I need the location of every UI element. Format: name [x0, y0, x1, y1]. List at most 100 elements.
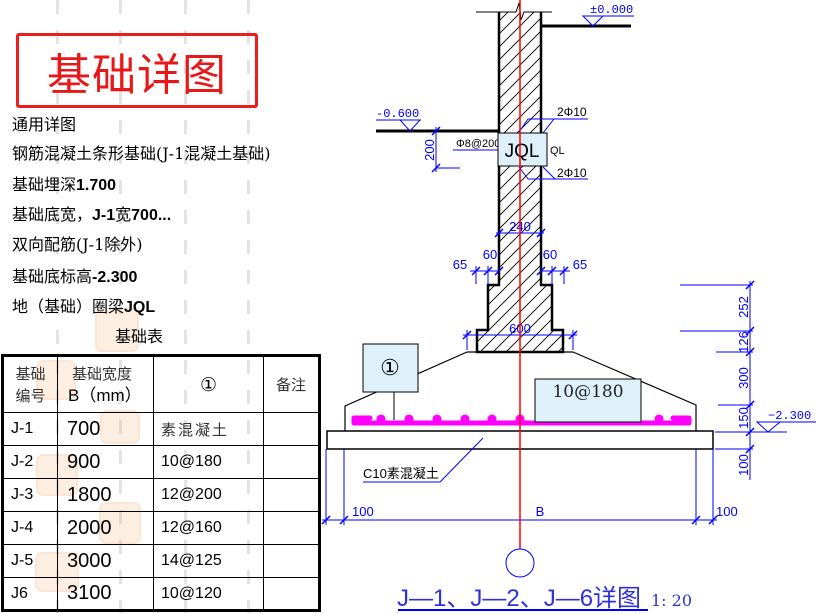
header-foundation-id: 基础 编号 — [2, 355, 58, 413]
cell-remark — [263, 577, 320, 611]
header-line: ① — [199, 373, 218, 396]
bottom-rebar-box — [534, 378, 642, 423]
dimension-label: B — [536, 504, 545, 519]
dimension-label: 252 — [736, 296, 751, 318]
page-title-text: 基础详图 — [47, 49, 227, 101]
header-line: 备注 — [275, 375, 306, 394]
dimension-label: 150 — [736, 407, 751, 429]
guide-line — [247, 0, 250, 613]
cell-id: J6 — [2, 577, 58, 611]
dimension-label: 200 — [422, 139, 437, 161]
cell-id: J-1 — [2, 412, 58, 446]
axis-bubble-icon — [505, 548, 535, 578]
cell-width: 3100 — [57, 577, 154, 611]
cell-remark — [263, 445, 320, 479]
stirrup-label: Φ8@200 — [456, 138, 500, 150]
note-text: 基础底宽， — [12, 205, 93, 224]
note-line: 地（基础）圈梁JQL — [12, 297, 155, 318]
ql-label: QL — [550, 145, 565, 157]
note-line: 通用详图 — [12, 115, 76, 135]
table-row: J-3 1800 12@200 — [2, 478, 320, 512]
dimension-lines-upper — [462, 228, 578, 350]
dimension-label: 65 — [573, 257, 587, 272]
cell-width: 900 — [57, 445, 154, 479]
drawing-title: J—1、J—2、J—6详图 — [397, 585, 641, 612]
table-caption: 基础表 — [115, 327, 164, 346]
note-line: 基础埋深1.700 — [12, 175, 116, 196]
cell-width: 700 — [57, 412, 154, 446]
dimension-label: 60 — [483, 247, 497, 262]
note-value: JQL — [124, 299, 156, 316]
elevation-label: -0.600 — [376, 107, 419, 121]
note-line: 钢筋混凝土条形基础(J-1混凝土基础) — [12, 144, 271, 164]
dimension-label: 126 — [736, 331, 751, 353]
header-line: 基础 — [15, 364, 46, 383]
bar-mark-label: ① — [380, 356, 400, 381]
guide-line — [56, 0, 59, 613]
note-value: J-1 — [92, 207, 116, 224]
guide-line — [119, 0, 122, 613]
cushion-label: C10素混凝土 — [363, 466, 439, 481]
cell-remark — [263, 478, 320, 512]
dimension-label: 100 — [736, 454, 751, 476]
elevation-triangle-icon — [581, 15, 605, 27]
cell-remark — [263, 412, 320, 446]
elevation-triangle-icon — [398, 119, 422, 132]
dimension-beam-height — [431, 126, 460, 173]
dimension-lines-right — [680, 280, 816, 480]
cell-remark — [263, 544, 320, 578]
cell-rebar: 素混凝土 — [153, 412, 264, 446]
elevation-outdoor: -0.600 — [376, 107, 499, 133]
note-text: 双向配筋(J-1除外) — [12, 235, 143, 254]
elevation-triangle-icon — [755, 421, 782, 433]
foundation-table: 基础 编号 基础宽度 B（mm） ① 备注 J-1 700 素混凝土 J-2 9… — [1, 354, 321, 612]
header-width-b: 基础宽度 B（mm） — [57, 355, 154, 413]
watermark-stamp — [95, 308, 139, 352]
elevation-ground: ±0.000 — [541, 3, 634, 28]
note-text: 基础底标高 — [12, 267, 93, 286]
elevation-label: −2.300 — [768, 409, 811, 423]
note-text: 地（基础）圈梁 — [12, 297, 125, 316]
table-row: J6 3100 10@120 — [2, 577, 320, 611]
page-title: 基础详图 — [16, 33, 258, 108]
table-row: J-2 900 10@180 — [2, 445, 320, 479]
ring-beam-box — [497, 132, 548, 167]
bottom-bars-label: 2Φ10 — [557, 166, 587, 180]
note-value: 700... — [131, 207, 172, 224]
cell-width: 3000 — [57, 544, 154, 578]
header-line: B（mm） — [68, 385, 142, 405]
header-line: 基础宽度 — [72, 364, 133, 383]
note-line: 基础底标高-2.300 — [12, 267, 137, 288]
note-line: 基础底宽，J-1宽700... — [12, 205, 171, 226]
cell-rebar: 12@200 — [153, 478, 264, 512]
note-value: -2.300 — [92, 269, 138, 286]
dimension-label: 65 — [453, 257, 467, 272]
cell-rebar: 10@120 — [153, 577, 264, 611]
note-text: 基础埋深 — [12, 175, 77, 194]
ring-beam-label: JQL — [505, 141, 540, 162]
note-value: 1.700 — [76, 177, 117, 194]
note-text: 通用详图 — [12, 115, 77, 134]
cell-width: 2000 — [57, 511, 154, 545]
top-bars-label: 2Φ10 — [557, 105, 587, 119]
header-line: 编号 — [15, 386, 46, 405]
dimension-label: 100 — [716, 504, 738, 519]
cell-id: J-2 — [2, 445, 58, 479]
drawing-scale: 1: 20 — [651, 591, 692, 610]
dimension-label: 60 — [543, 247, 557, 262]
cell-rebar: 12@160 — [153, 511, 264, 545]
header-remark: 备注 — [263, 355, 320, 413]
bottom-rebar-label: 10@180 — [552, 382, 623, 402]
cell-id: J-5 — [2, 544, 58, 578]
note-text: 宽 — [115, 205, 132, 224]
note-text: 钢筋混凝土条形基础(J-1混凝土基础) — [12, 144, 271, 163]
guide-line — [184, 0, 187, 613]
bar-mark-box — [362, 343, 419, 393]
table-row: J-1 700 素混凝土 — [2, 412, 320, 446]
cell-width: 1800 — [57, 478, 154, 512]
dimension-label: 100 — [352, 504, 374, 519]
note-line: 双向配筋(J-1除外) — [12, 235, 143, 255]
table-header-row: 基础 编号 基础宽度 B（mm） ① 备注 — [2, 355, 320, 413]
dimension-label: 300 — [736, 367, 751, 389]
